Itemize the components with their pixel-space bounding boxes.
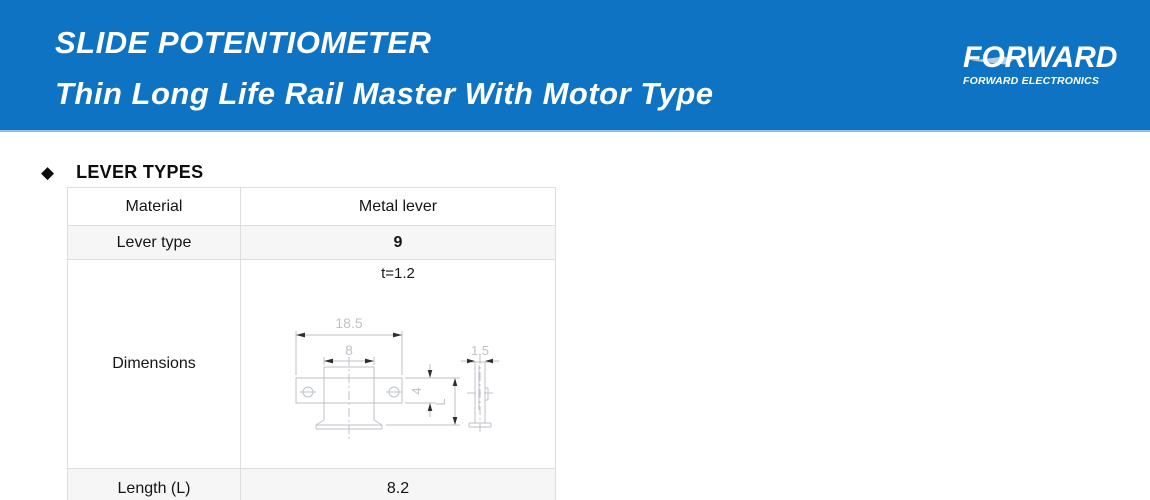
brand-name: FORWARD [963, 41, 1118, 74]
dimensions-cell: t=1.2 [241, 260, 556, 469]
dim-label-plate-height: 4 [409, 387, 424, 394]
dim-plate-height: 4 [404, 364, 460, 417]
dim-lever-thickness: 1.5 [460, 343, 499, 364]
page-subtitle: Thin Long Life Rail Master With Motor Ty… [55, 76, 714, 111]
front-view [295, 357, 402, 439]
dim-label-inner-width: 8 [345, 342, 353, 358]
dim-label-lever-length: L [433, 398, 448, 405]
table-row-dimensions: Dimensions t=1.2 [68, 260, 556, 469]
dim-lever-length: L [385, 378, 460, 426]
material-label: Material [68, 188, 241, 226]
brand-logo: FORWARD FORWARD ELECTRONICS [963, 41, 1133, 88]
header-banner: SLIDE POTENTIOMETER Thin Long Life Rail … [0, 0, 1150, 132]
page-title: SLIDE POTENTIOMETER [55, 25, 432, 60]
section-title: LEVER TYPES [76, 162, 204, 182]
lever-types-table: Material Metal lever Lever type 9 Dimens… [67, 187, 556, 500]
dimensions-label: Dimensions [68, 260, 241, 469]
dim-inner-width: 8 [323, 342, 374, 365]
dim-label-overall-width: 18.5 [335, 315, 362, 331]
length-value: 8.2 [241, 469, 556, 500]
dim-overall-width: 18.5 [295, 315, 402, 375]
logo-swoosh-icon [971, 56, 1013, 65]
diamond-bullet-icon: ◆ [41, 163, 55, 182]
side-view [466, 355, 493, 435]
dimensions-drawing: 18.5 8 [295, 315, 499, 439]
table-row-lever-type: Lever type 9 [68, 226, 556, 260]
dim-label-lever-thickness: 1.5 [470, 343, 488, 358]
brand-tagline: FORWARD ELECTRONICS [963, 75, 1100, 87]
section-heading: ◆ LEVER TYPES [41, 162, 203, 183]
table-row-material: Material Metal lever [68, 188, 556, 226]
lever-type-label: Lever type [68, 226, 241, 260]
table-row-length: Length (L) 8.2 [68, 469, 556, 500]
lever-type-value: 9 [241, 226, 556, 260]
length-label: Length (L) [68, 469, 241, 500]
thickness-note: t=1.2 [381, 265, 415, 282]
material-value: Metal lever [241, 188, 556, 226]
